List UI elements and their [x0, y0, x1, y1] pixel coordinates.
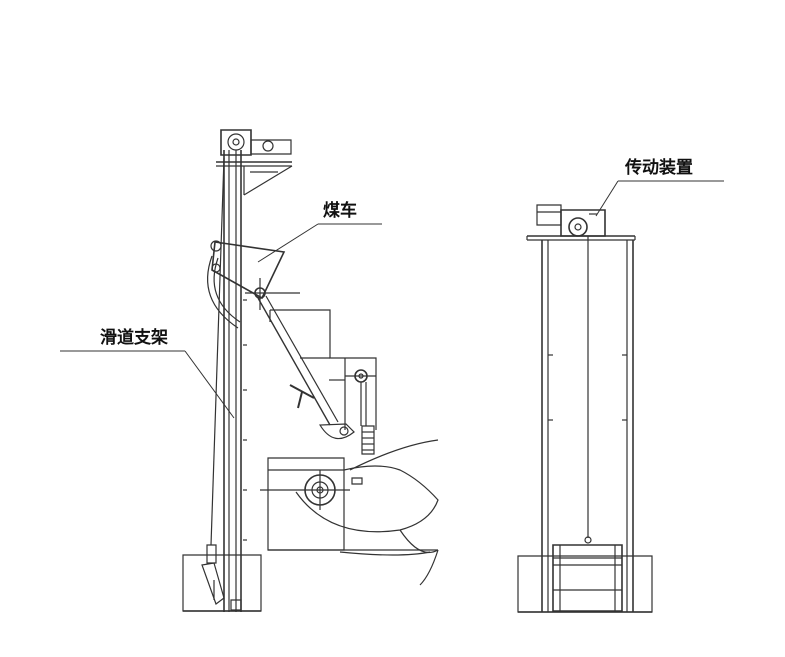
top-drive-left: [216, 130, 292, 195]
slide-rail: [224, 150, 247, 612]
label-slide-support: 滑道支架: [100, 328, 168, 348]
front-view: [518, 205, 652, 612]
coal-car: [208, 241, 300, 328]
skip-bucket-front: [553, 545, 622, 611]
leader-lines: [60, 181, 724, 418]
hopper: [270, 310, 376, 454]
dump-arm: [258, 296, 354, 439]
hoist-rope-left: [211, 158, 224, 545]
bottom-block: [202, 545, 224, 604]
drive-device: [527, 205, 635, 240]
feeder: [260, 440, 438, 585]
foundation-pit-left: [183, 555, 261, 611]
front-frame: [542, 240, 633, 612]
label-coal-car: 煤车: [323, 201, 357, 221]
side-view: [183, 130, 438, 612]
label-drive-device: 传动装置: [625, 158, 693, 178]
